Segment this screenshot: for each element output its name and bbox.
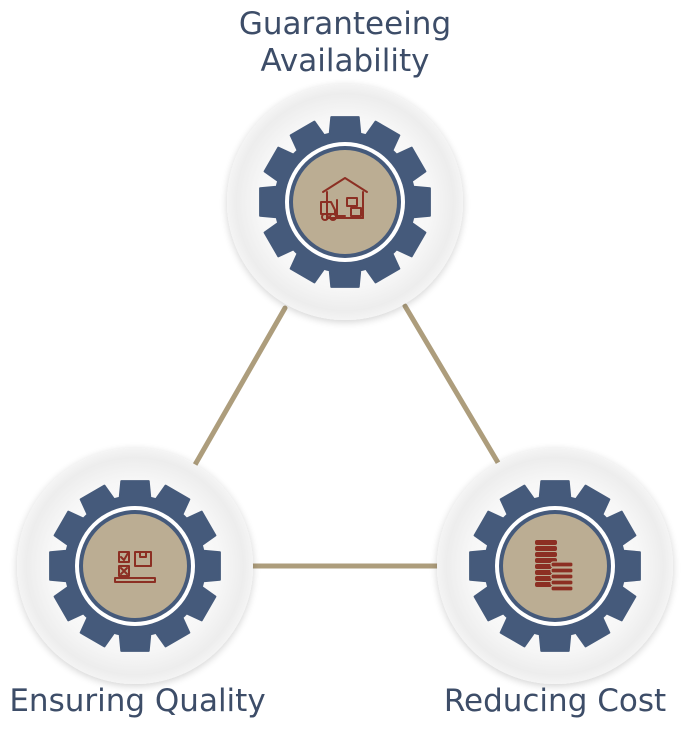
quality-checklist-box-icon — [114, 551, 156, 583]
warehouse-forklift-icon — [320, 177, 368, 221]
connector-lines — [189, 303, 503, 569]
label-line: Guaranteeing — [238, 6, 452, 42]
label-guaranteeing-availability: Guaranteeing Availability — [195, 6, 495, 80]
gear-hub — [293, 150, 397, 254]
label-ensuring-quality: Ensuring Quality — [9, 683, 266, 719]
node-availability — [227, 84, 463, 320]
connector-top-right — [402, 303, 503, 469]
coin-stacks-icon — [535, 540, 574, 592]
label-line: Availability — [260, 43, 430, 79]
connector-top-left — [189, 305, 288, 473]
node-quality — [17, 448, 253, 684]
label-reducing-cost: Reducing Cost — [443, 683, 667, 719]
node-cost — [437, 448, 673, 684]
